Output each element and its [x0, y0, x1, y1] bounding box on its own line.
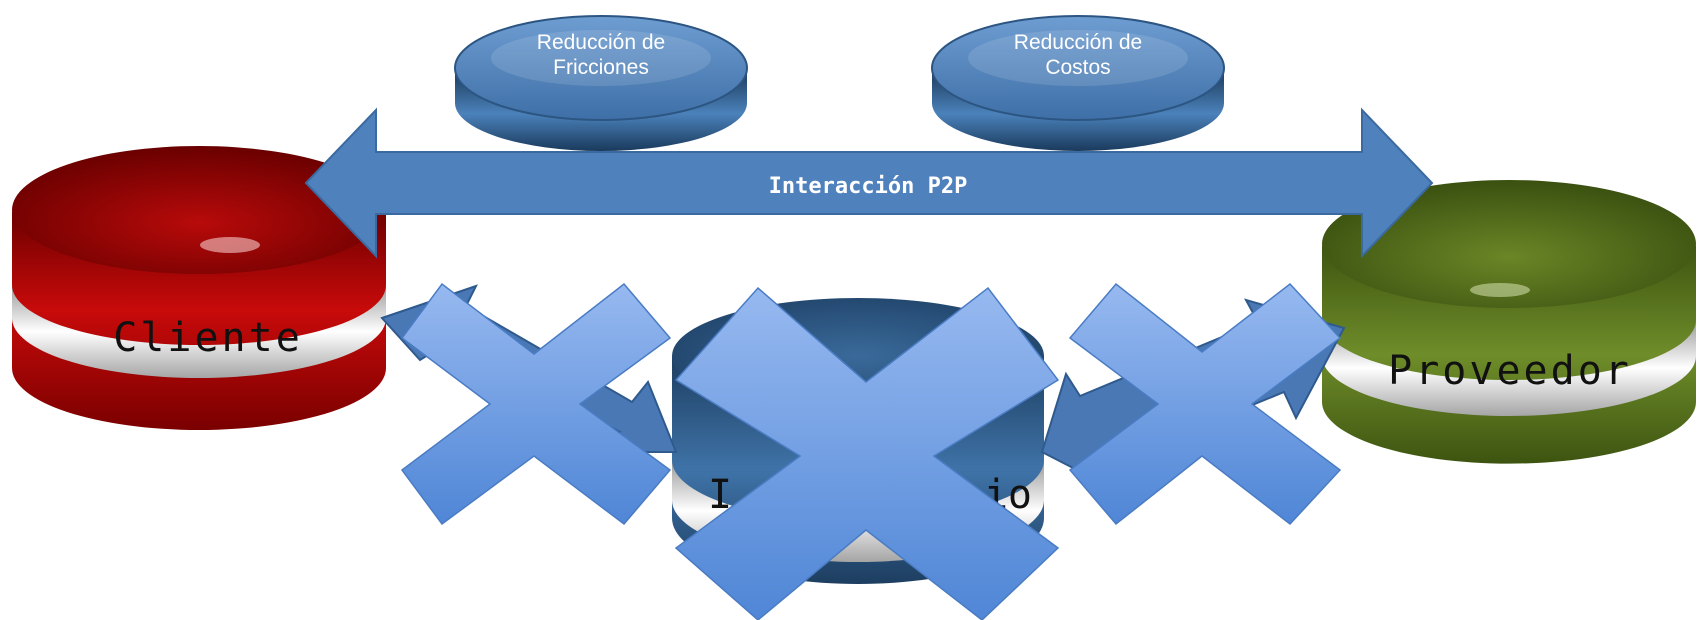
disc-friction-reduction: Reducción de Fricciones: [454, 15, 748, 151]
disc-cost-reduction: Reducción de Costos: [931, 15, 1225, 151]
node-client: Cliente: [12, 146, 387, 430]
disc-friction-label-line2: Fricciones: [553, 56, 649, 79]
disc-cost-label-line2: Costos: [1045, 56, 1110, 79]
client-label: Cliente: [113, 315, 303, 361]
disc-cost-label-line1: Reducción de: [1014, 31, 1142, 54]
cross-center-icon: [674, 286, 1060, 620]
p2p-arrow-label: Interacción P2P: [769, 174, 968, 199]
disc-friction-label-line1: Reducción de: [537, 31, 665, 54]
p2p-interaction-arrow: Interacción P2P: [304, 107, 1434, 259]
cross-right-icon: [1068, 282, 1342, 526]
cross-left-icon: [400, 282, 672, 526]
node-provider: Proveedor: [1322, 180, 1696, 464]
provider-label: Proveedor: [1388, 348, 1632, 394]
